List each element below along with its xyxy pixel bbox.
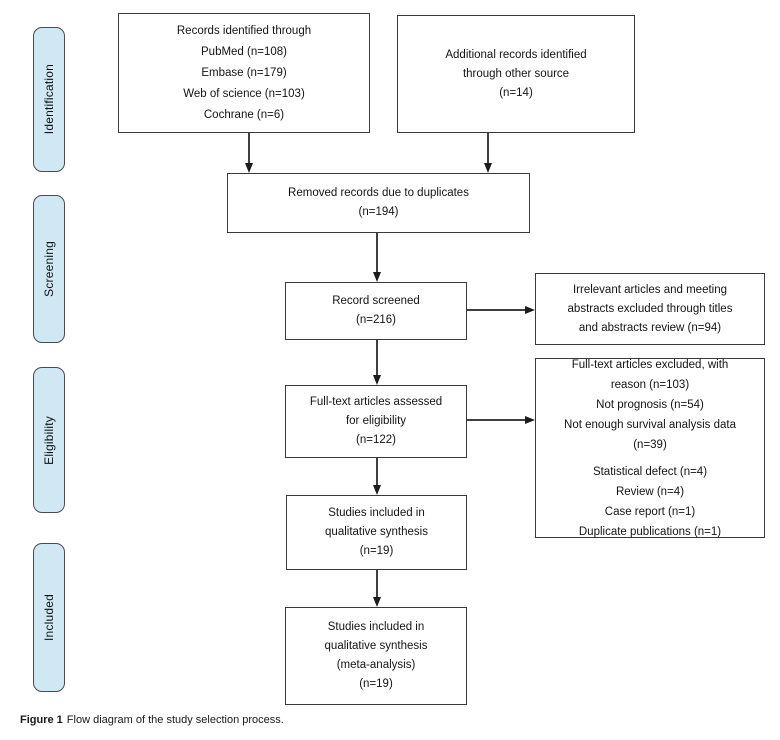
box-screening-excluded-line: and abstracts review (n=94)	[578, 321, 722, 334]
box-fulltext-assessed: Full-text articles assessed for eligibil…	[285, 385, 467, 458]
box-fulltext-excluded-line: Full-text articles excluded, with	[571, 358, 729, 371]
box-meta-analysis: Studies included in qualitative synthesi…	[285, 607, 467, 705]
box-meta-analysis-line: (n=19)	[359, 678, 393, 690]
stage-eligibility: Eligibility	[33, 367, 65, 513]
stage-identification: Identification	[33, 27, 65, 172]
box-duplicates-removed-line: Removed records due to duplicates	[288, 187, 469, 199]
box-fulltext-excluded-line: Statistical defect (n=4)	[592, 465, 708, 478]
box-duplicates-removed: Removed records due to duplicates (n=194…	[227, 173, 530, 233]
box-records-identified-line: Cochrane (n=6)	[203, 108, 285, 121]
arrowhead-down-icon	[244, 163, 253, 173]
box-fulltext-assessed-line: for eligibility	[345, 415, 407, 427]
box-meta-analysis-line: (meta-analysis)	[336, 659, 416, 671]
arrowhead-down-icon	[483, 163, 492, 173]
arrow-line	[376, 570, 378, 598]
stage-eligibility-label: Eligibility	[42, 415, 56, 465]
arrow-line	[487, 133, 489, 164]
arrowhead-right-icon	[525, 305, 535, 314]
box-meta-analysis-line: qualitative synthesis	[324, 640, 428, 652]
box-records-screened-line: (n=216)	[356, 314, 396, 326]
figure-caption-text: Flow diagram of the study selection proc…	[66, 714, 284, 726]
stage-screening-label: Screening	[42, 241, 56, 297]
arrowhead-down-icon	[372, 485, 381, 495]
box-fulltext-excluded: Full-text articles excluded, with reason…	[535, 358, 765, 538]
box-screening-excluded-line: abstracts excluded through titles	[567, 302, 733, 315]
box-records-identified-line: Embase (n=179)	[201, 66, 287, 79]
box-qualitative-synthesis-line: (n=19)	[359, 545, 394, 557]
box-duplicates-removed-line: (n=194)	[358, 206, 399, 218]
box-qualitative-synthesis: Studies included in qualitative synthesi…	[286, 495, 467, 570]
box-additional-records: Additional records identified through ot…	[397, 15, 635, 133]
box-records-identified-line: Web of science (n=103)	[183, 87, 305, 100]
arrow-line	[376, 233, 378, 273]
figure-caption-label: Figure 1	[20, 714, 63, 726]
box-meta-analysis-line: Studies included in	[327, 621, 425, 633]
box-fulltext-excluded-line: Review (n=4)	[615, 485, 685, 498]
arrowhead-down-icon	[372, 597, 381, 607]
box-fulltext-excluded-line: Case report (n=1)	[604, 505, 696, 518]
arrow-line	[376, 458, 378, 486]
box-fulltext-excluded-line: Not prognosis (n=54)	[596, 398, 704, 411]
box-qualitative-synthesis-line: Studies included in	[328, 507, 425, 519]
stage-included: Included	[33, 543, 65, 692]
box-records-screened-line: Record screened	[332, 295, 420, 307]
box-records-identified: Records identified through PubMed (n=108…	[118, 13, 370, 133]
box-additional-records-line: (n=14)	[499, 86, 533, 99]
box-additional-records-line: Additional records identified	[445, 48, 587, 61]
box-fulltext-excluded-line: Duplicate publications (n=1)	[578, 525, 722, 538]
box-records-identified-line: PubMed (n=108)	[201, 45, 287, 58]
arrow-line	[248, 133, 250, 164]
box-records-identified-line: Records identified through	[176, 24, 312, 37]
arrowhead-right-icon	[525, 415, 535, 424]
box-screening-excluded-line: Irrelevant articles and meeting	[572, 283, 728, 296]
box-qualitative-synthesis-line: qualitative synthesis	[325, 526, 428, 538]
box-records-screened: Record screened (n=216)	[285, 282, 467, 340]
box-fulltext-excluded-line: (n=39)	[633, 438, 667, 451]
arrow-line	[467, 419, 526, 421]
arrowhead-down-icon	[372, 272, 381, 282]
stage-screening: Screening	[33, 195, 65, 343]
box-fulltext-assessed-line: Full-text articles assessed	[309, 396, 443, 408]
box-fulltext-assessed-line: (n=122)	[356, 434, 396, 446]
stage-identification-label: Identification	[42, 64, 56, 135]
arrowhead-down-icon	[372, 375, 381, 385]
box-fulltext-excluded-line: reason (n=103)	[610, 378, 690, 391]
stage-included-label: Included	[42, 594, 56, 641]
box-screening-excluded: Irrelevant articles and meeting abstract…	[535, 273, 765, 345]
box-additional-records-line: through other source	[462, 67, 570, 80]
arrow-line	[376, 340, 378, 376]
box-fulltext-excluded-line: Not enough survival analysis data	[564, 418, 736, 431]
arrow-line	[467, 309, 526, 311]
